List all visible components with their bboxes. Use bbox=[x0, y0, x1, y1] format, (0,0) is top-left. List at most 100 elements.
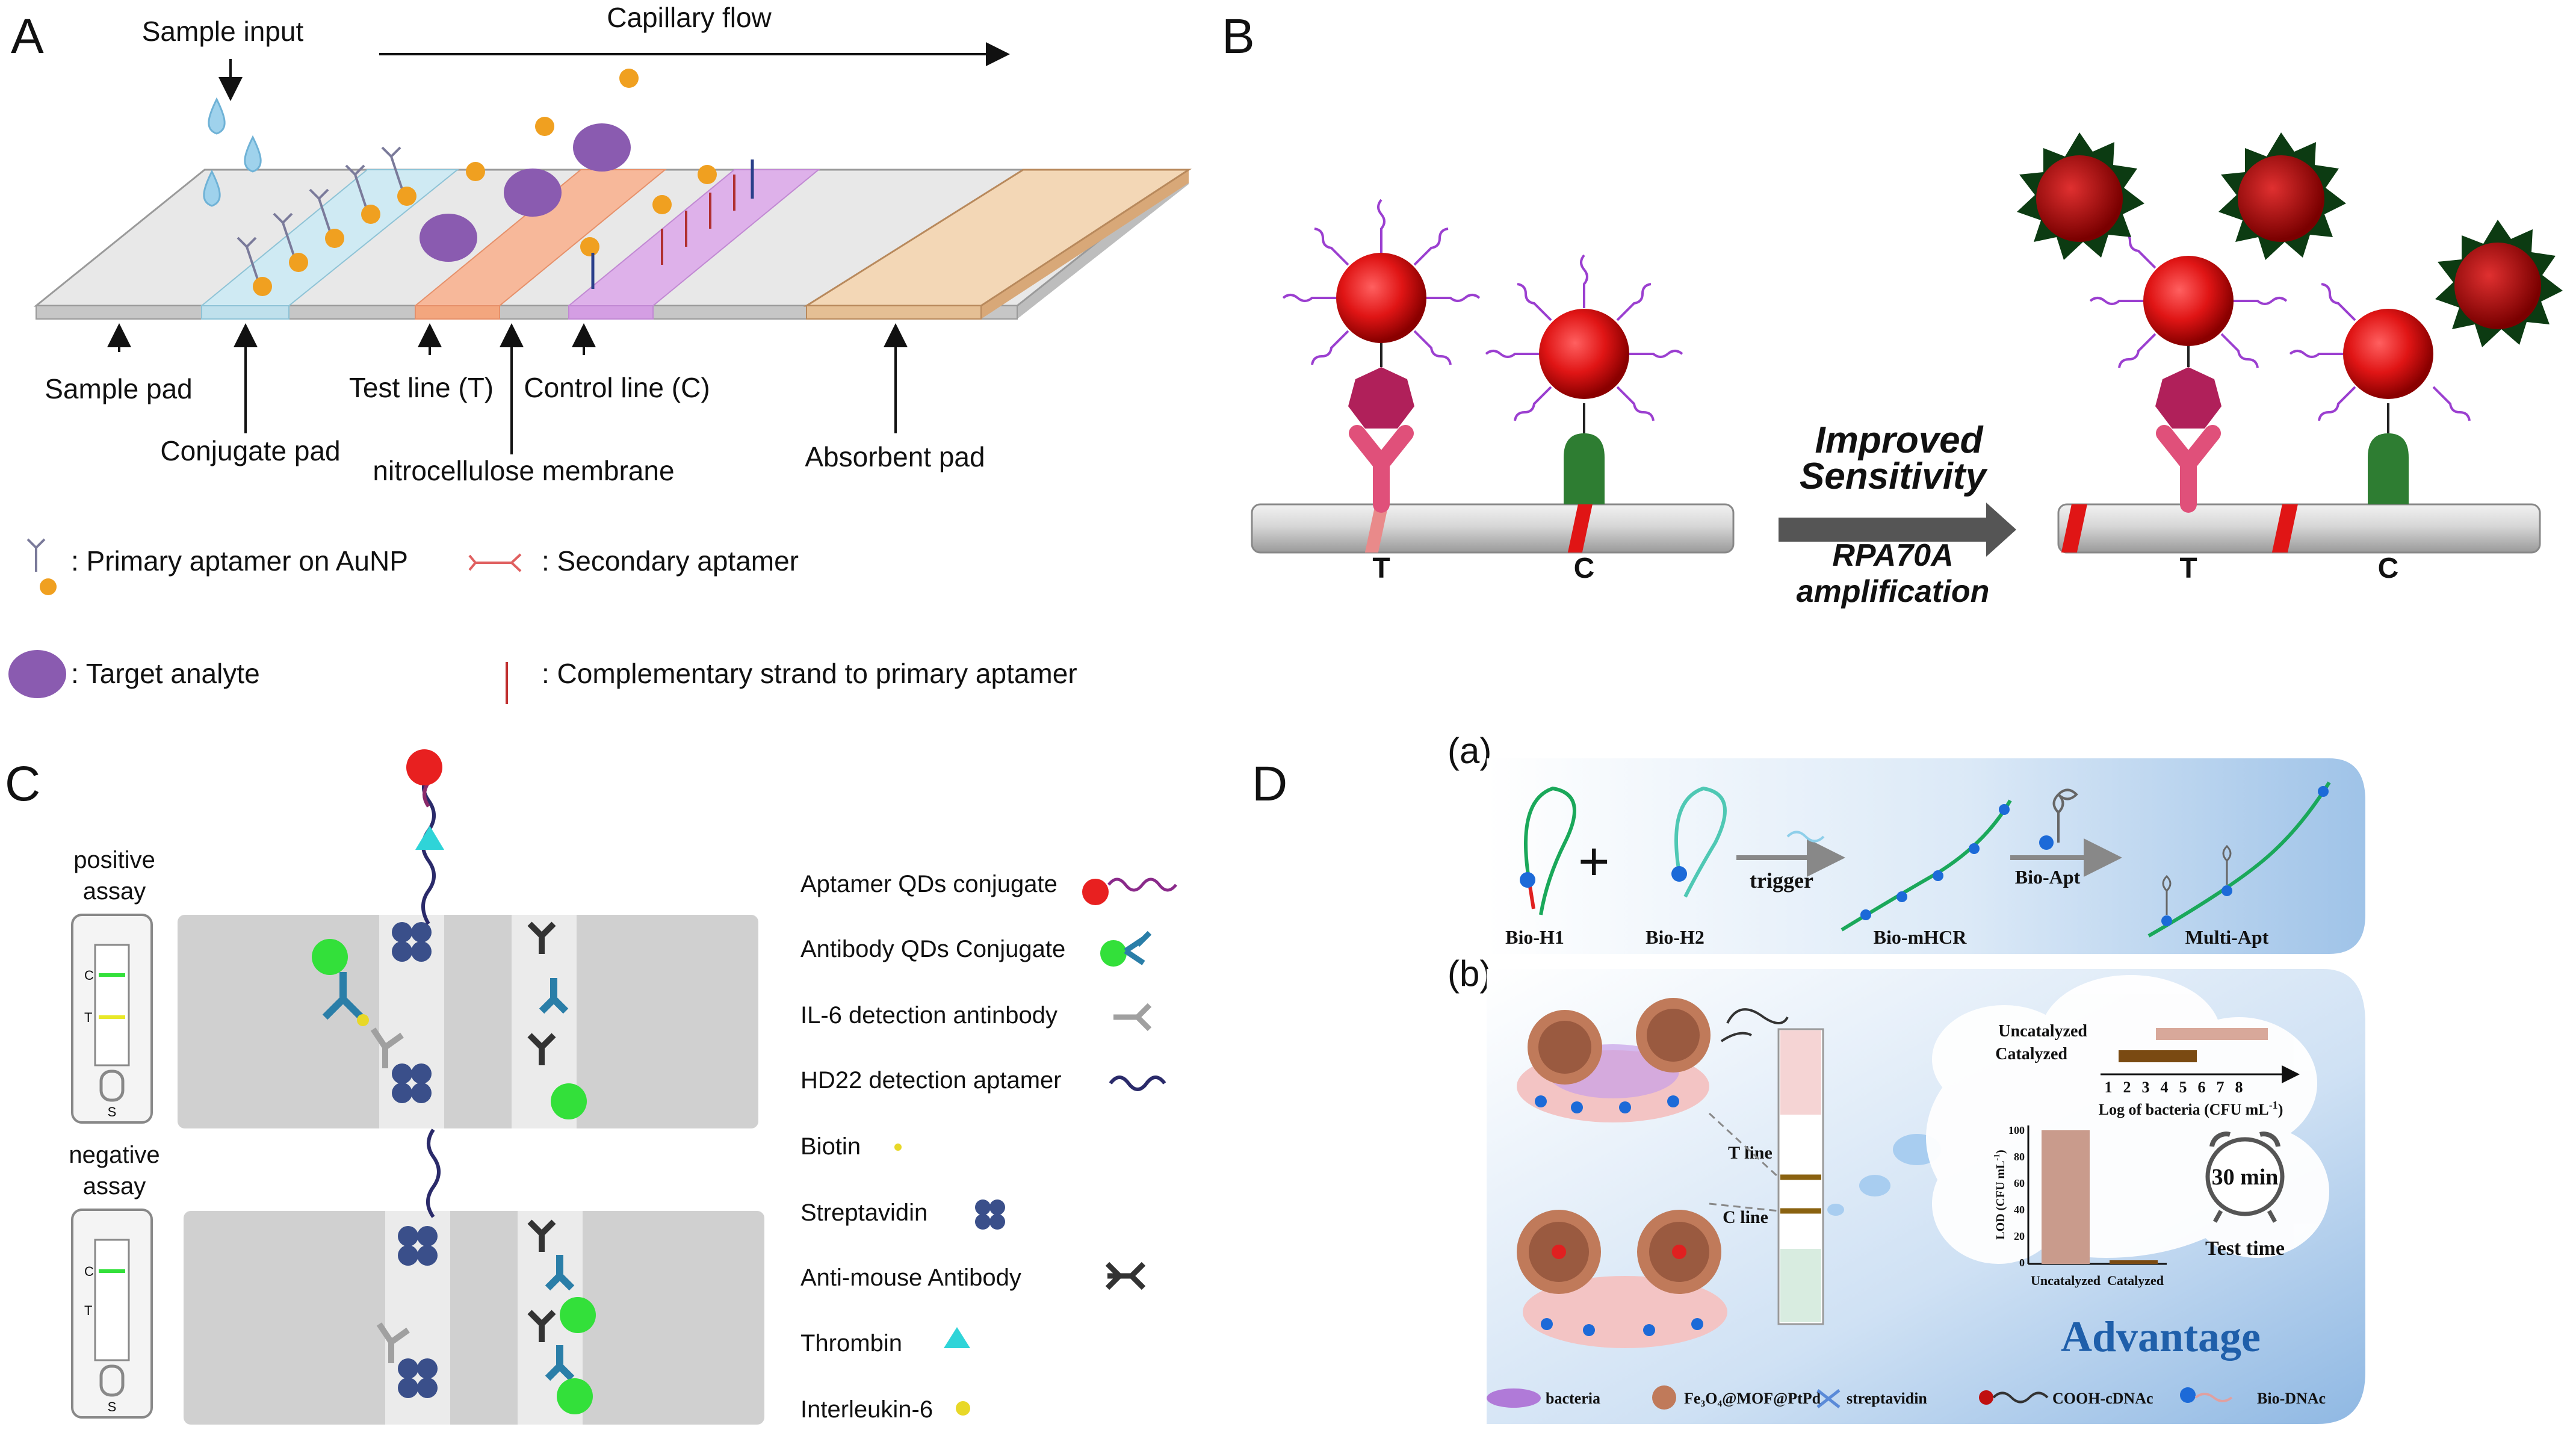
lod-bar-cat-label: Catalyzed bbox=[2107, 1273, 2164, 1288]
strip-right-t-line bbox=[2061, 504, 2087, 552]
legend-c-0: Aptamer QDs conjugate bbox=[800, 871, 1057, 897]
log-tick-2: 2 bbox=[2123, 1079, 2131, 1096]
legend-c-2: IL-6 detection antinbody bbox=[800, 1002, 1057, 1029]
log-tick-7: 7 bbox=[2217, 1079, 2225, 1096]
control-line-label: Control line (C) bbox=[524, 372, 710, 403]
hairpin-h2 bbox=[1671, 786, 1727, 898]
primary-aptamer-icon bbox=[26, 538, 57, 595]
bio-h1-label: Bio-H1 bbox=[1505, 926, 1564, 948]
conjugate-pad-label: Conjugate pad bbox=[160, 435, 340, 466]
anti-mouse-antibodies-pos bbox=[527, 921, 556, 1065]
legend-c-1: Antibody QDs Conjugate bbox=[800, 936, 1065, 962]
aunp-aptamer-conjugates bbox=[237, 146, 485, 296]
amplification-label: amplification bbox=[1797, 574, 1990, 609]
streptavidin-d-icon bbox=[1816, 1389, 1841, 1408]
legend-cooh: COOH-cDNAc bbox=[2052, 1390, 2153, 1407]
hairpin-h1 bbox=[1520, 786, 1576, 915]
panel-c-legend: Aptamer QDs conjugate Antibody QDs Conju… bbox=[800, 871, 1177, 1423]
lod-tick-0: 0 bbox=[2019, 1257, 2025, 1269]
legend-fe-mof: Fe₃O₄@MOF@PtPd bbox=[1684, 1390, 1821, 1407]
panel-d-letter: D bbox=[1252, 757, 1287, 811]
lod-tick-80: 80 bbox=[2014, 1151, 2025, 1163]
strip-left-c-label: C bbox=[1574, 552, 1595, 584]
legend-secondary-label: : Secondary aptamer bbox=[542, 545, 799, 577]
strip-right-c-line bbox=[2271, 504, 2298, 552]
b-left-t-probe bbox=[1282, 199, 1481, 513]
legend-streptavidin-icon bbox=[975, 1199, 1005, 1230]
t-line-label: T line bbox=[1728, 1143, 1773, 1163]
legend-bacteria: bacteria bbox=[1546, 1390, 1600, 1407]
panel-b: B T C bbox=[1222, 9, 2563, 609]
cooh-icon bbox=[1979, 1390, 1993, 1405]
legend-anti-mouse-icon bbox=[1105, 1261, 1146, 1290]
log-tick-3: 3 bbox=[2142, 1079, 2150, 1096]
positive-strip-s: S bbox=[108, 1104, 117, 1119]
panel-b-letter: B bbox=[1222, 9, 1255, 64]
improvement-arrow bbox=[1779, 503, 2016, 557]
bio-apt-label: Bio-Apt bbox=[2015, 866, 2081, 888]
bio-h2-label: Bio-H2 bbox=[1646, 926, 1704, 948]
captured-gold bbox=[535, 69, 717, 256]
range-bar-uncat bbox=[2156, 1028, 2268, 1040]
legend-il6-antibody-icon bbox=[1113, 1003, 1152, 1032]
bio-mhcr-label: Bio-mHCR bbox=[1874, 926, 1968, 948]
hd22-aptamer-neg bbox=[426, 1128, 441, 1218]
legend-bio-dna: Bio-DNAc bbox=[2257, 1390, 2326, 1407]
plus-sign: + bbox=[1578, 832, 1610, 892]
bio-dna-icon bbox=[2180, 1387, 2196, 1403]
panel-a: A Sample input Ca bbox=[8, 2, 1192, 704]
strip-left bbox=[1251, 503, 1735, 554]
legend-hd22-aptamer-icon bbox=[1109, 1076, 1166, 1091]
strip-right-t-label: T bbox=[2179, 552, 2197, 584]
capillary-flow-label: Capillary flow bbox=[607, 2, 772, 33]
panel-a-letter: A bbox=[11, 9, 44, 64]
lod-bar-uncat bbox=[2042, 1130, 2090, 1264]
anti-mouse-antibodies-neg bbox=[527, 1219, 556, 1342]
il6-marker-pos bbox=[357, 1014, 369, 1026]
legend-c-6: Anti-mouse Antibody bbox=[800, 1264, 1021, 1291]
positive-cassette: C T S bbox=[71, 914, 153, 1124]
sub-a-label: (a) bbox=[1447, 731, 1491, 771]
legend-target-label: : Target analyte bbox=[71, 658, 260, 689]
negative-strip-c: C bbox=[84, 1264, 94, 1279]
b-left-t-aptamers bbox=[1282, 199, 1481, 365]
panel-a-legend: : Primary aptamer on AuNP : Secondary ap… bbox=[8, 538, 1077, 704]
bacteria-icon bbox=[1487, 1388, 1541, 1408]
lod-chart: 0 20 40 60 80 100 LOD (CFU mL-1) Uncatal… bbox=[1993, 1124, 2167, 1288]
panel-c: C positive assay negative assay C T S C … bbox=[5, 749, 1177, 1425]
secondary-aptamer-icon bbox=[468, 553, 522, 572]
timer-icon bbox=[2205, 1131, 2285, 1223]
c-line-label: C line bbox=[1723, 1207, 1768, 1227]
legend-c-5: Streptavidin bbox=[800, 1199, 927, 1226]
range-chart: Uncatalyzed Catalyzed 1 2 3 4 5 6 7 8 Lo… bbox=[1995, 1022, 2300, 1118]
log-tick-8: 8 bbox=[2235, 1079, 2243, 1096]
timer-label: 30 min bbox=[2212, 1165, 2279, 1190]
amplified-spiky-particles bbox=[2017, 132, 2563, 347]
sample-droplets bbox=[203, 97, 262, 207]
legend-antibody-qd-icon bbox=[1100, 940, 1127, 967]
negative-strip-s: S bbox=[108, 1399, 117, 1414]
panel-d-legend: bacteria Fe₃O₄@MOF@PtPd streptavidin COO… bbox=[1487, 1385, 2326, 1410]
log-tick-1: 1 bbox=[2105, 1079, 2113, 1096]
fe-mof-icon bbox=[1652, 1385, 1676, 1410]
lod-tick-60: 60 bbox=[2014, 1177, 2025, 1189]
legend-thrombin-icon bbox=[944, 1327, 970, 1348]
range-bar-cat bbox=[2119, 1050, 2197, 1062]
lod-bar-uncat-label: Uncatalyzed bbox=[2031, 1273, 2101, 1288]
legend-c-8: Interleukin-6 bbox=[800, 1396, 933, 1423]
absorbent-pad-label: Absorbent pad bbox=[805, 441, 985, 472]
aptamer-qd bbox=[406, 749, 442, 785]
lod-tick-20: 20 bbox=[2014, 1230, 2025, 1242]
advantage-label: Advantage bbox=[2061, 1313, 2261, 1361]
legend-c-3: HD22 detection aptamer bbox=[800, 1067, 1062, 1094]
strip-right-c-label: C bbox=[2378, 552, 2399, 584]
multi-apt-chain bbox=[2147, 781, 2331, 938]
lfa-strip bbox=[33, 169, 1192, 320]
control-line-hybrids bbox=[591, 159, 754, 289]
log-tick-4: 4 bbox=[2161, 1079, 2169, 1096]
b-left-c-aptamers bbox=[1485, 254, 1683, 421]
rpa-label: RPA70A bbox=[1832, 538, 1953, 573]
improved-label: Improved bbox=[1815, 419, 1983, 461]
legend-aptamer-qd-icon bbox=[1082, 879, 1109, 905]
log-axis-label: Log of bacteria (CFU mL-1) bbox=[2099, 1099, 2283, 1118]
